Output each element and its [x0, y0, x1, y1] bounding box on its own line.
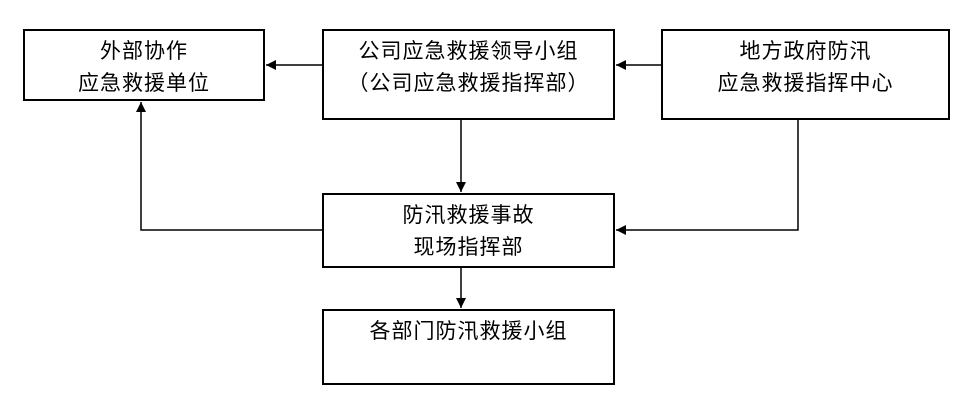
node-label-line1: 各部门防汛救援小组 [369, 319, 568, 343]
node-label-line1: 地方政府防汛 [739, 39, 872, 63]
node-department-groups: 各部门防汛救援小组 [322, 309, 615, 385]
edge-government-to-site [616, 120, 799, 235]
node-label-line1: 公司应急救援领导小组 [358, 39, 579, 63]
node-label-line1: 外部协作 [100, 39, 188, 63]
node-label-line1: 防汛救援事故 [402, 203, 535, 227]
node-site-command: 防汛救援事故 现场指挥部 [322, 193, 615, 268]
node-external-rescue-unit: 外部协作 应急救援单位 [23, 29, 265, 101]
edge-site-to-external [136, 102, 322, 231]
node-label-line2: 现场指挥部 [413, 235, 524, 259]
node-government-command-center: 地方政府防汛 应急救援指挥中心 [661, 29, 950, 120]
node-company-leading-group: 公司应急救援领导小组 （公司应急救援指挥部） [322, 29, 615, 120]
node-label-line2: 应急救援指挥中心 [717, 71, 894, 95]
node-label-line2: （公司应急救援指挥部） [347, 71, 590, 95]
node-label-line2: 应急救援单位 [78, 71, 210, 95]
